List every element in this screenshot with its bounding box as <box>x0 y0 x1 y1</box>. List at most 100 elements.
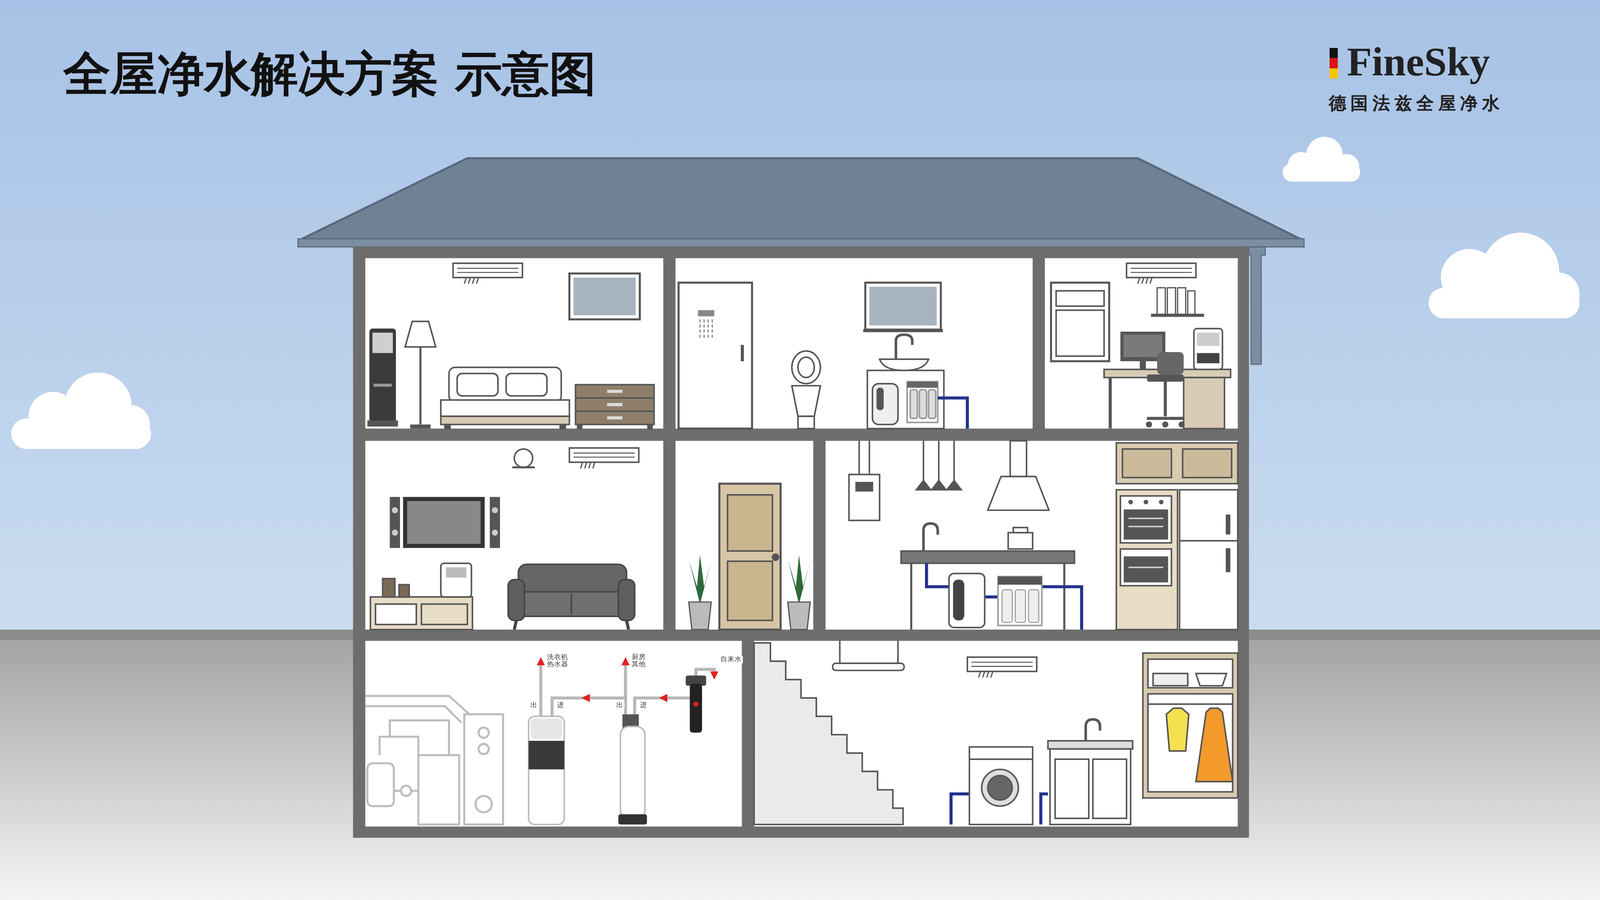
television <box>491 507 498 514</box>
flow-arrow <box>581 693 590 703</box>
bed <box>440 400 570 417</box>
wall-lamp <box>512 466 535 469</box>
laundry-sink <box>1085 719 1100 741</box>
potted-plant <box>688 555 712 630</box>
kitchen-purifier <box>926 563 1082 630</box>
door <box>727 561 773 621</box>
kitchen-counter <box>923 523 938 554</box>
port-label: 出 <box>529 702 539 710</box>
dresser <box>647 424 653 429</box>
bed <box>449 367 562 403</box>
port-label: 进 <box>638 702 648 710</box>
port-label: 出 <box>615 702 625 710</box>
cloud <box>1428 232 1580 319</box>
ground <box>0 629 1600 900</box>
boiler-piping <box>400 785 411 796</box>
boiler-piping <box>390 720 450 755</box>
kitchen-counter <box>1008 532 1033 549</box>
flow-arrow <box>659 693 668 703</box>
vanity <box>879 359 929 371</box>
downpipe <box>1249 247 1266 365</box>
range-hood <box>987 440 1050 511</box>
television <box>402 497 485 548</box>
vanity <box>928 390 936 419</box>
water-pipes <box>539 665 543 717</box>
pipe-label: 自来水 <box>719 656 743 664</box>
kitchen-cabinets <box>1124 510 1168 539</box>
tv-cabinet <box>421 604 468 625</box>
vanity <box>907 381 938 388</box>
flow-arrow <box>536 657 545 666</box>
dresser <box>575 384 655 425</box>
page-title: 全屋净水解决方案 示意图 <box>63 47 596 102</box>
dresser <box>575 384 655 429</box>
tv-cabinet <box>375 604 417 625</box>
sofa <box>570 593 573 615</box>
air-conditioner <box>569 447 640 469</box>
air-conditioner <box>452 263 523 284</box>
kitchen-cabinets <box>1129 500 1133 504</box>
vanity <box>867 370 945 429</box>
roof <box>297 238 1305 248</box>
washing-machine <box>987 775 1013 800</box>
tv-cabinet <box>399 584 410 597</box>
wardrobe <box>1147 659 1233 688</box>
kitchen-cabinets <box>1116 490 1178 630</box>
desk <box>1104 369 1231 429</box>
swing <box>839 640 841 664</box>
potted-plant <box>688 602 712 630</box>
water-dispenser <box>367 328 398 427</box>
kitchen-purifier <box>949 573 985 628</box>
vanity <box>872 383 898 425</box>
boiler-piping <box>367 763 395 807</box>
toilet <box>797 416 815 429</box>
air-conditioner <box>1126 263 1197 284</box>
mirror <box>863 329 943 333</box>
wardrobe <box>1147 693 1233 792</box>
television <box>390 497 500 548</box>
sofa <box>508 579 525 621</box>
washing-machine <box>950 793 970 825</box>
kitchen-counter <box>1063 563 1066 630</box>
desktop-purifier <box>1197 352 1220 363</box>
desktop-purifier <box>445 567 467 578</box>
cloud <box>11 372 152 450</box>
water-heater <box>849 474 880 521</box>
rooms <box>365 258 664 429</box>
bookshelf <box>1167 287 1176 315</box>
toilet <box>791 350 821 384</box>
potted-plant <box>787 602 811 630</box>
water-softener <box>528 740 565 770</box>
water-softener <box>528 716 565 825</box>
wardrobe <box>1142 652 1238 798</box>
kitchen-cabinets <box>1179 490 1238 630</box>
television <box>490 497 500 548</box>
laundry-sink <box>1040 719 1133 825</box>
pendant-lamps <box>922 440 925 482</box>
kitchen-cabinets <box>1116 442 1238 484</box>
water-heater <box>856 482 873 491</box>
pre-filter <box>690 683 703 733</box>
rooms <box>675 440 814 630</box>
wardrobe <box>1195 673 1227 686</box>
cloud <box>1282 136 1360 182</box>
laundry-sink <box>1092 759 1127 819</box>
bookshelf <box>1157 287 1166 315</box>
toilet <box>791 350 821 429</box>
kitchen-cabinets <box>1144 500 1148 504</box>
vanity <box>907 381 938 423</box>
bed <box>445 424 450 429</box>
floor-lamp <box>410 424 431 429</box>
water-pipes <box>634 697 690 715</box>
mirror <box>865 282 941 330</box>
swing <box>832 663 904 671</box>
flow-arrow <box>710 671 719 680</box>
wall-cabinet <box>1050 282 1110 362</box>
roof <box>297 158 1305 248</box>
vanity <box>937 397 968 429</box>
dresser <box>607 402 623 406</box>
sofa <box>508 564 635 630</box>
water-dispenser <box>369 328 397 424</box>
